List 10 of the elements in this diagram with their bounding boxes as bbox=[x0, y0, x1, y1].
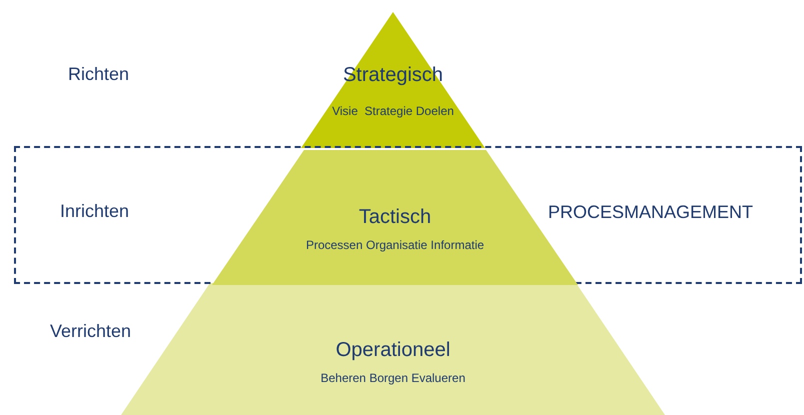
level-label: Richten bbox=[68, 64, 130, 85]
dashed-frame bbox=[14, 146, 802, 284]
tier-subtitle: Beheren Borgen Evalueren bbox=[320, 371, 466, 385]
level-label: Inrichten bbox=[60, 201, 130, 222]
level-label: Verrichten bbox=[50, 321, 132, 342]
tier-title: Operationeel bbox=[336, 339, 450, 362]
section-label: PROCESMANAGEMENT bbox=[548, 202, 754, 223]
tier-subtitle: Processen Organisatie Informatie bbox=[306, 238, 484, 252]
tier-title: Tactisch bbox=[358, 206, 432, 229]
tier-subtitle: Visie Strategie Doelen bbox=[332, 104, 454, 118]
